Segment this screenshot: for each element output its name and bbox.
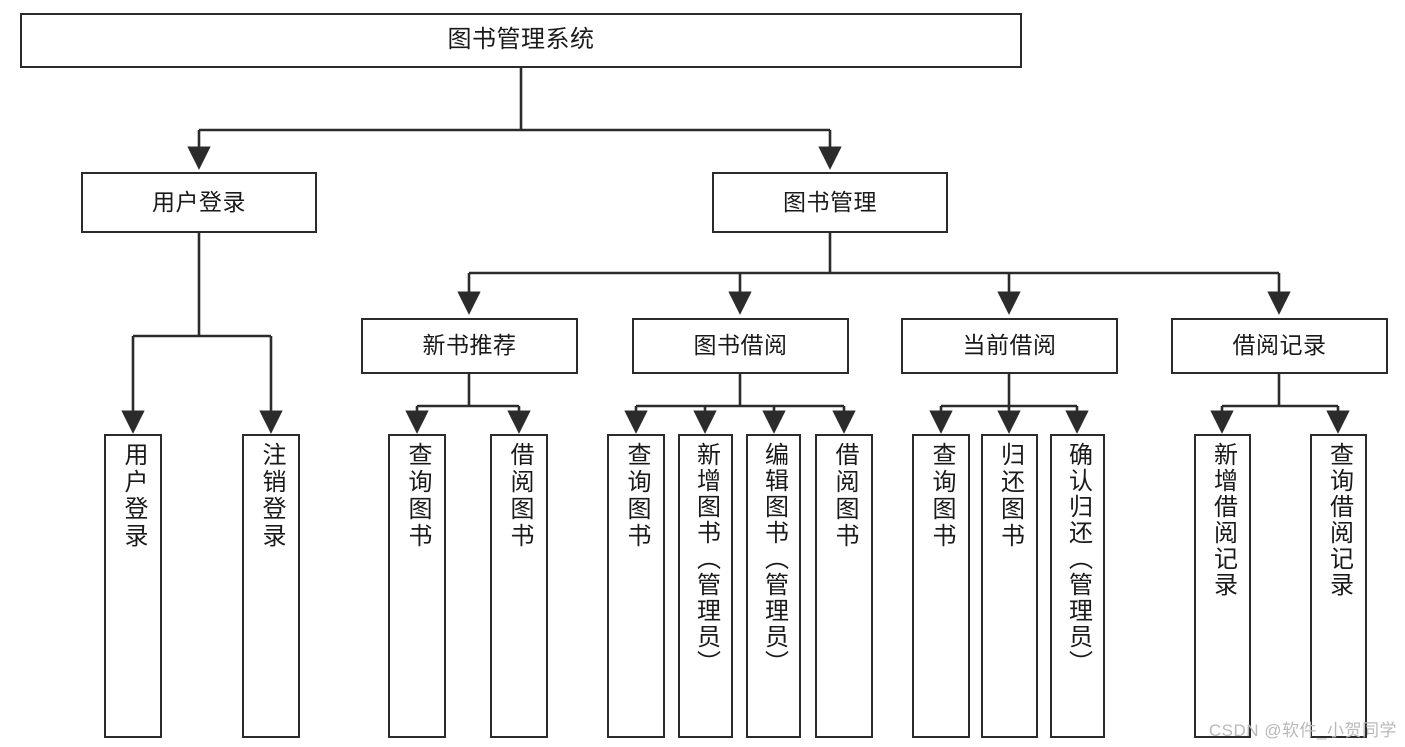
leaf-label-recommend-borrow-book: 借阅图书 <box>506 442 533 550</box>
node-label-book-borrow: 图书借阅 <box>693 332 788 359</box>
watermark-text: CSDN @软件_小贺同学 <box>1208 721 1397 740</box>
node-label-current-borrow: 当前借阅 <box>962 332 1057 359</box>
node-current-borrow[interactable]: 当前借阅 <box>901 318 1118 374</box>
leaf-borrow-add-book[interactable]: 新增图书（管理员） <box>678 434 733 738</box>
node-label-user-login: 用户登录 <box>152 188 246 215</box>
leaf-label-borrow-borrow-book: 借阅图书 <box>831 442 858 550</box>
node-book-manage[interactable]: 图书管理 <box>712 172 948 233</box>
node-root-system[interactable]: 图书管理系统 <box>20 13 1022 68</box>
leaf-current-confirm-return[interactable]: 确认归还（管理员） <box>1050 434 1105 738</box>
leaf-label-record-add: 新增借阅记录 <box>1209 442 1237 598</box>
leaf-label-borrow-query-book: 查询图书 <box>623 442 650 550</box>
leaf-recommend-borrow-book[interactable]: 借阅图书 <box>490 434 548 738</box>
leaf-borrow-query-book[interactable]: 查询图书 <box>607 434 665 738</box>
leaf-label-borrow-add-book: 新增图书（管理员） <box>692 442 720 676</box>
node-new-book-recommend[interactable]: 新书推荐 <box>361 318 578 374</box>
leaf-logout[interactable]: 注销登录 <box>242 434 300 738</box>
leaf-label-current-confirm-return: 确认归还（管理员） <box>1064 442 1092 676</box>
node-book-borrow[interactable]: 图书借阅 <box>632 318 849 374</box>
leaf-borrow-borrow-book[interactable]: 借阅图书 <box>815 434 873 738</box>
leaf-label-current-query-book: 查询图书 <box>928 442 955 550</box>
node-label-new-book-recommend: 新书推荐 <box>422 332 517 359</box>
leaf-user-login[interactable]: 用户登录 <box>104 434 162 738</box>
leaf-label-borrow-edit-book: 编辑图书（管理员） <box>760 442 788 676</box>
leaf-record-query[interactable]: 查询借阅记录 <box>1310 434 1367 738</box>
leaf-borrow-edit-book[interactable]: 编辑图书（管理员） <box>746 434 801 738</box>
node-label-root: 图书管理系统 <box>447 26 595 54</box>
leaf-label-record-query: 查询借阅记录 <box>1325 442 1353 598</box>
node-borrow-record[interactable]: 借阅记录 <box>1171 318 1388 374</box>
leaf-recommend-query-book[interactable]: 查询图书 <box>388 434 446 738</box>
node-user-login[interactable]: 用户登录 <box>81 172 317 233</box>
leaf-label-current-return-book: 归还图书 <box>996 442 1024 550</box>
leaf-current-query-book[interactable]: 查询图书 <box>912 434 970 738</box>
leaf-label-recommend-query-book: 查询图书 <box>404 442 431 550</box>
leaf-label-user-login: 用户登录 <box>120 442 147 550</box>
node-label-borrow-record: 借阅记录 <box>1232 332 1327 359</box>
leaf-label-logout: 注销登录 <box>258 442 285 550</box>
leaf-current-return-book[interactable]: 归还图书 <box>981 434 1038 738</box>
leaf-record-add[interactable]: 新增借阅记录 <box>1194 434 1251 738</box>
node-label-book-manage: 图书管理 <box>783 188 877 215</box>
